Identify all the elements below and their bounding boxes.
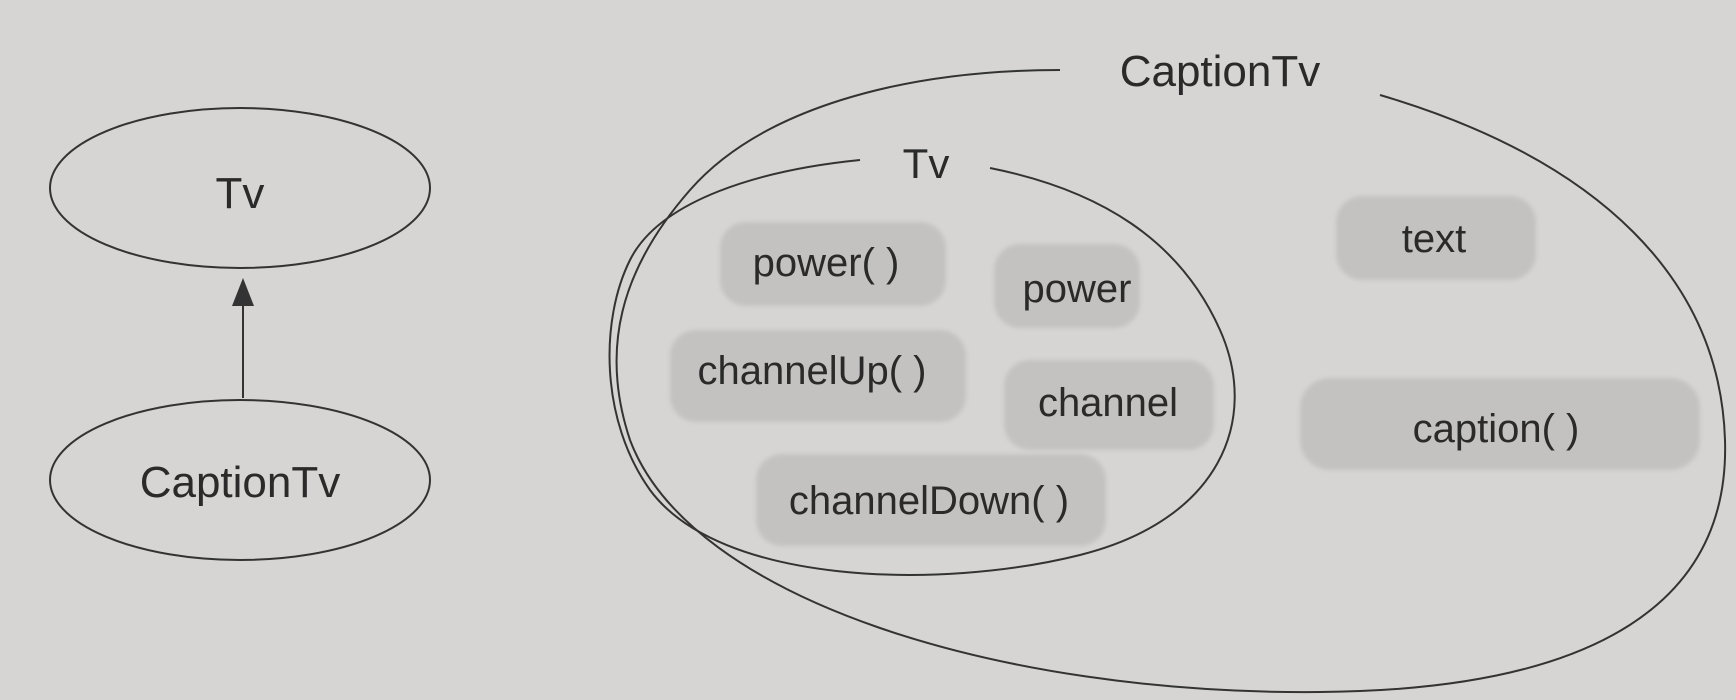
- parent-class-label: Tv: [216, 169, 265, 218]
- member-label: channelUp( ): [697, 349, 926, 393]
- member-label: power( ): [753, 241, 900, 285]
- outer-class-ellipse: [615, 69, 1727, 694]
- containment-diagram: CaptionTv Tv power( ) power channelUp( )…: [608, 47, 1727, 694]
- child-class-label: CaptionTv: [140, 458, 341, 507]
- member-text-field: text: [1336, 196, 1536, 280]
- member-label: text: [1402, 217, 1466, 261]
- member-power-method: power( ): [720, 222, 946, 306]
- member-label: channelDown( ): [789, 479, 1069, 523]
- inheritance-diagram: Tv CaptionTv: [49, 107, 431, 561]
- member-label: power: [1023, 267, 1132, 311]
- inner-class-label: Tv: [903, 140, 950, 187]
- child-class-ellipse: [49, 399, 431, 561]
- outer-class-label: CaptionTv: [1120, 47, 1321, 96]
- member-caption-method: caption( ): [1300, 378, 1700, 470]
- member-channeldown-method: channelDown( ): [756, 454, 1106, 546]
- inner-class-ellipse: [608, 159, 1236, 576]
- member-label: caption( ): [1413, 407, 1580, 451]
- inheritance-arrow-head: [232, 278, 254, 306]
- member-label: channel: [1038, 381, 1178, 425]
- member-channelup-method: channelUp( ): [670, 330, 966, 422]
- member-power-field: power: [994, 244, 1140, 328]
- member-channel-field: channel: [1004, 360, 1214, 450]
- parent-class-ellipse: [49, 107, 431, 269]
